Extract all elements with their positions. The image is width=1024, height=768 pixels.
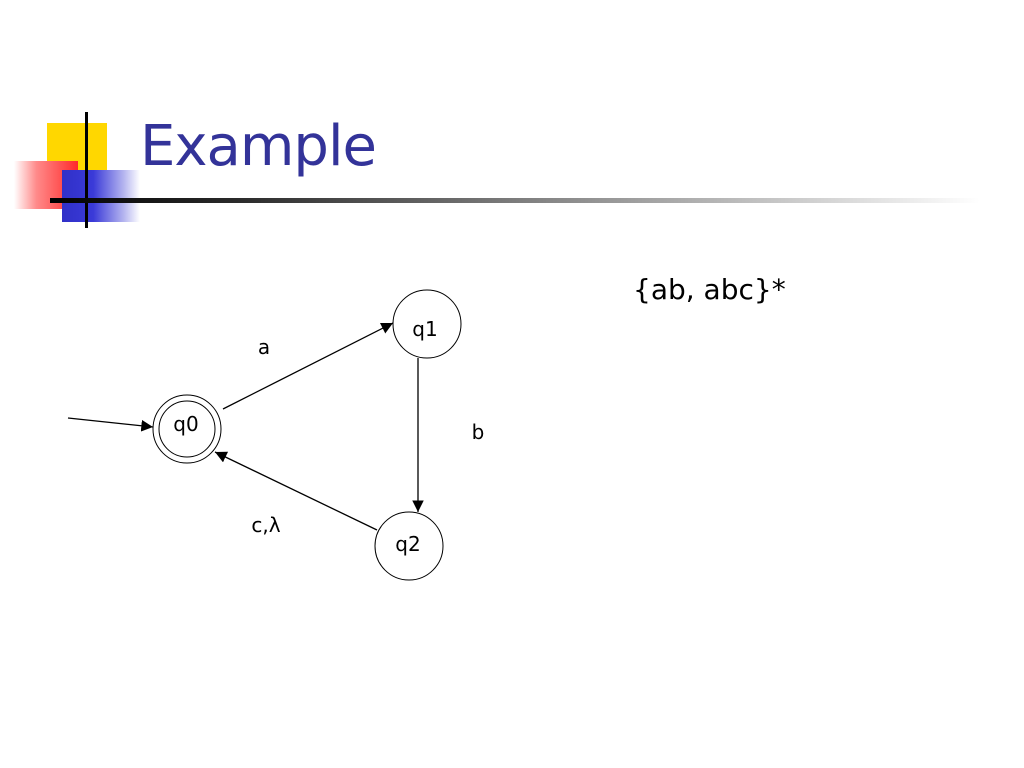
state-q2-circle <box>374 511 444 581</box>
state-q0: q0 <box>152 394 222 464</box>
state-q2: q2 <box>374 511 444 581</box>
decor-blue-square <box>62 170 140 222</box>
transition-q2-q0 <box>214 451 378 531</box>
state-q1: q1 <box>392 289 462 359</box>
state-q0-outer-ring <box>152 394 222 464</box>
regular-expression: {ab, abc}* <box>633 273 786 306</box>
state-q0-label: q0 <box>173 412 198 436</box>
state-q2-label: q2 <box>395 532 420 556</box>
transition-q0-q1-label: a <box>258 335 270 359</box>
slide-title: Example <box>140 114 377 179</box>
transition-q2-q0-label: c,λ <box>251 513 280 537</box>
state-q1-label: q1 <box>412 317 437 341</box>
initial-state-arrow <box>67 417 154 432</box>
title-underline-rule <box>50 198 980 203</box>
state-q0-inner-ring <box>158 400 216 458</box>
transition-q0-q1 <box>222 322 394 410</box>
decor-vertical-line <box>85 112 88 228</box>
state-q1-circle <box>392 289 462 359</box>
transition-q1-q2-label: b <box>472 420 485 444</box>
